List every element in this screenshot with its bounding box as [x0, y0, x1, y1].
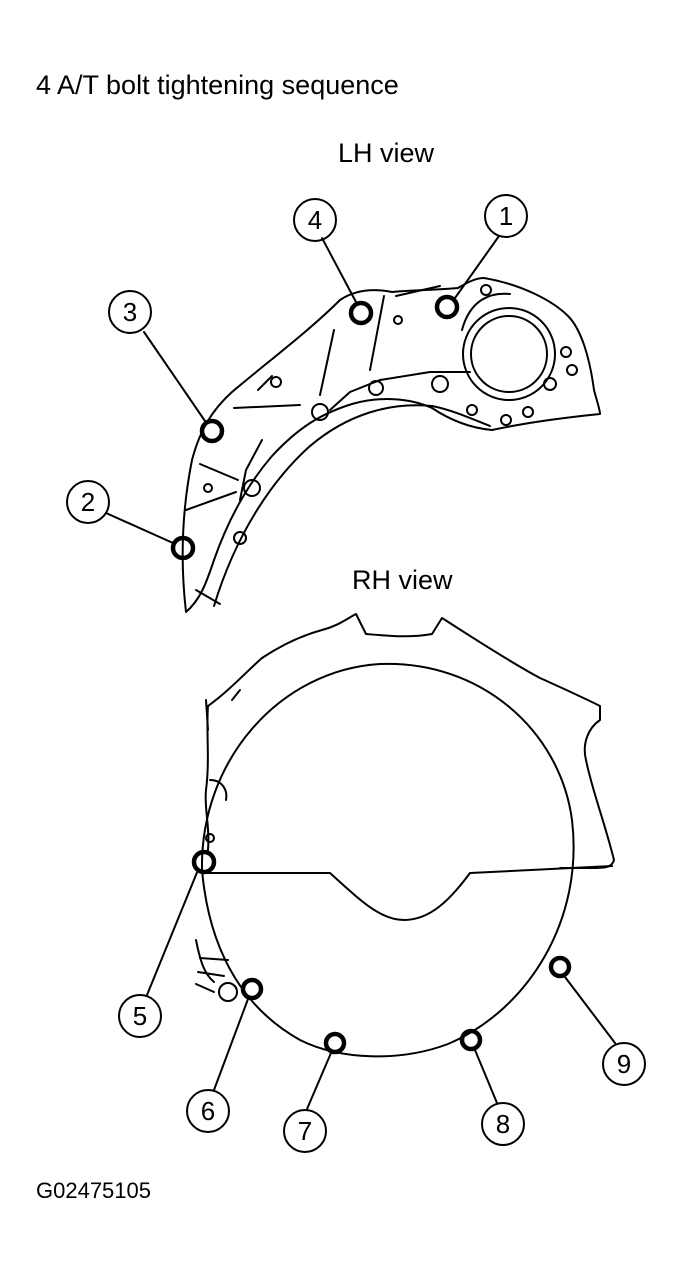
callout-6: 6 [186, 1089, 230, 1133]
callout-1: 1 [484, 194, 528, 238]
bolt-2-marker [170, 535, 196, 561]
lh-leaders [105, 235, 500, 544]
callout-2-number: 2 [81, 487, 95, 517]
callout-1-number: 1 [499, 201, 513, 231]
rh-view-housing [195, 613, 615, 1058]
callout-8: 8 [481, 1102, 525, 1146]
lh-view-label: LH view [338, 138, 435, 168]
callout-9-number: 9 [617, 1049, 631, 1079]
lh-bolts [170, 294, 460, 561]
bolt-9-marker [548, 955, 572, 979]
rh-view-label: RH view [352, 565, 453, 595]
bolt-8-marker [459, 1028, 483, 1052]
callout-4: 4 [293, 198, 337, 242]
bolt-5-marker [191, 849, 217, 875]
callout-5: 5 [118, 994, 162, 1038]
callout-7-number: 7 [298, 1116, 312, 1146]
callout-3: 3 [108, 290, 152, 334]
lh-view-housing [181, 277, 601, 613]
figure-id: G02475105 [36, 1178, 151, 1203]
callout-3-number: 3 [123, 297, 137, 327]
callout-7: 7 [283, 1109, 327, 1153]
rh-bolts [191, 849, 572, 1055]
callout-5-number: 5 [133, 1001, 147, 1031]
callout-4-number: 4 [308, 205, 322, 235]
bolt-7-marker [323, 1031, 347, 1055]
callout-2: 2 [66, 480, 110, 524]
bolt-1-marker [434, 294, 460, 320]
callout-6-number: 6 [201, 1096, 215, 1126]
bolt-4-marker [348, 300, 374, 326]
bolt-6-marker [240, 977, 264, 1001]
rh-leaders [146, 869, 616, 1110]
diagram-title: 4 A/T bolt tightening sequence [36, 70, 399, 100]
callout-9: 9 [602, 1042, 646, 1086]
sequence-callouts: 1 2 3 4 5 6 7 8 [66, 194, 646, 1153]
callout-8-number: 8 [496, 1109, 510, 1139]
bolt-3-marker [199, 418, 225, 444]
